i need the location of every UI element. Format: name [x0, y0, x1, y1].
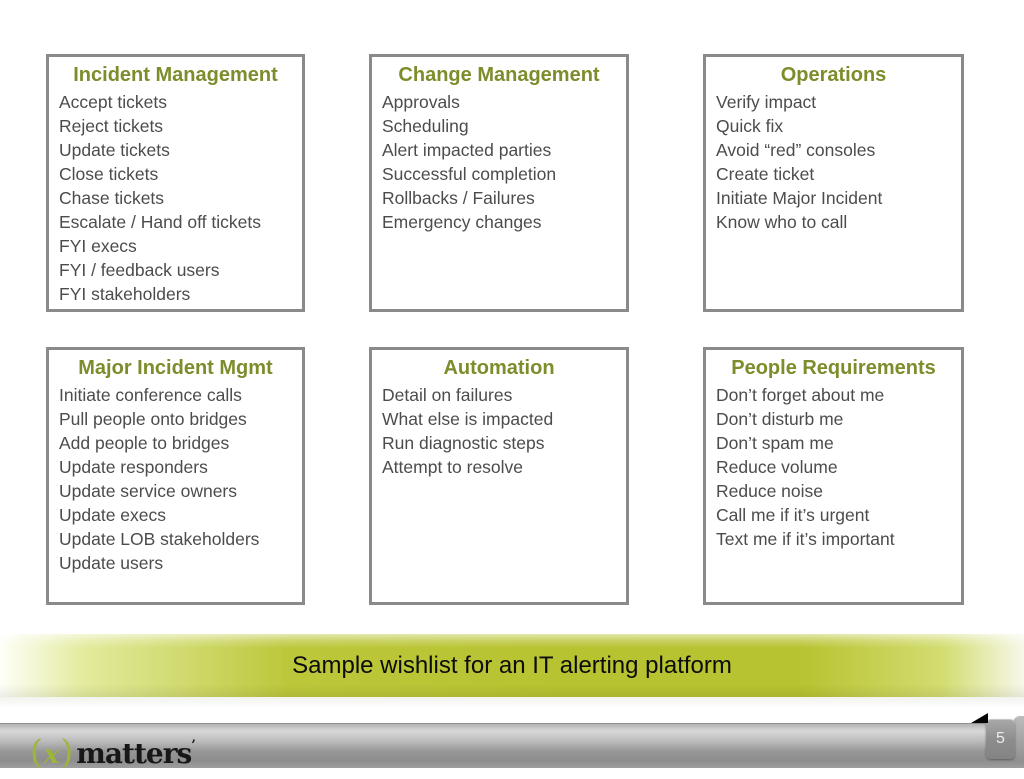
list-item: Don’t spam me: [716, 433, 834, 453]
list-item: FYI execs: [59, 236, 137, 256]
list-item: Detail on failures: [382, 385, 513, 405]
logo-wordmark: matters: [76, 737, 192, 770]
banner-text: Sample wishlist for an IT alerting platf…: [292, 652, 732, 679]
list-item: Don’t disturb me: [716, 409, 844, 429]
list-item: Pull people onto bridges: [59, 409, 247, 429]
right-edge-decoration: [1013, 716, 1024, 762]
list-item: Run diagnostic steps: [382, 433, 545, 453]
box-people-requirements: People Requirements Don’t forget about m…: [703, 347, 964, 605]
list-item: Chase tickets: [59, 188, 165, 208]
list-item: What else is impacted: [382, 409, 554, 429]
footer-bar: [0, 723, 1024, 768]
list-item: Update tickets: [59, 140, 170, 160]
banner: Sample wishlist for an IT alerting platf…: [0, 634, 1024, 697]
page-number-tab: 5: [986, 719, 1015, 759]
list-item: Update responders: [59, 457, 208, 477]
list-item: Emergency changes: [382, 212, 542, 232]
box-title: Change Management: [398, 64, 600, 86]
box-major-incident-mgmt: Major Incident Mgmt Initiate conference …: [46, 347, 305, 605]
list-item: Escalate / Hand off tickets: [59, 212, 262, 232]
list-item: Update users: [59, 553, 164, 573]
list-item: Update execs: [59, 505, 167, 525]
list-item: Add people to bridges: [59, 433, 230, 453]
list-item: Don’t forget about me: [716, 385, 885, 405]
list-item: Update service owners: [59, 481, 237, 501]
list-item: Rollbacks / Failures: [382, 188, 535, 208]
list-item: Quick fix: [716, 116, 784, 136]
list-item: Accept tickets: [59, 92, 167, 112]
list-item: Close tickets: [59, 164, 159, 184]
logo-paren-open: (: [30, 732, 43, 771]
list-item: Avoid “red” consoles: [716, 140, 876, 160]
list-item: Initiate conference calls: [59, 385, 242, 405]
list-item: FYI / feedback users: [59, 260, 220, 280]
list-item: Approvals: [382, 92, 460, 112]
logo-paren-close: ): [60, 732, 74, 771]
list-item: Know who to call: [716, 212, 848, 232]
list-item: Reject tickets: [59, 116, 164, 136]
list-item: FYI stakeholders: [59, 284, 191, 304]
box-item-list: Don’t forget about me Don’t disturb me Don…: [706, 382, 961, 551]
list-item: Verify impact: [716, 92, 817, 112]
list-item: Create ticket: [716, 164, 815, 184]
list-item: Attempt to resolve: [382, 457, 524, 477]
list-item: Scheduling: [382, 116, 469, 136]
list-item: Call me if it’s urgent: [716, 505, 870, 525]
list-item: Alert impacted parties: [382, 140, 552, 160]
box-title: People Requirements: [731, 357, 936, 379]
list-item: Reduce noise: [716, 481, 824, 501]
corner-fold-icon: [971, 713, 988, 723]
list-item: Reduce volume: [716, 457, 838, 477]
list-item: Text me if it’s important: [716, 529, 895, 549]
box-title: Incident Management: [73, 64, 278, 86]
logo-trademark: ’: [191, 738, 196, 753]
list-item: Initiate Major Incident: [716, 188, 883, 208]
list-item: Update LOB stakeholders: [59, 529, 260, 549]
logo-x-glyph: x: [43, 740, 60, 770]
list-item: Successful completion: [382, 164, 557, 184]
footer-white-strip: [0, 697, 1024, 723]
page-number: 5: [996, 730, 1005, 747]
box-title: Automation: [443, 357, 555, 379]
box-title: Operations: [780, 64, 887, 86]
box-title: Major Incident Mgmt: [78, 357, 273, 379]
xmatters-logo: (x)matters’: [30, 726, 196, 771]
